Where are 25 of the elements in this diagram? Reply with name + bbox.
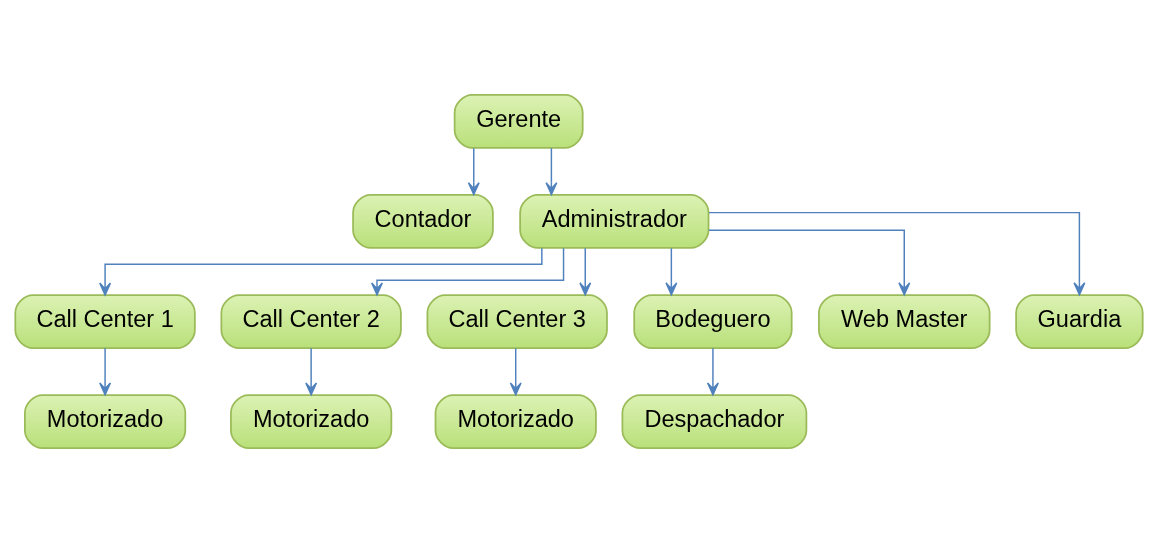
arrow [706, 347, 719, 395]
arrow [99, 347, 112, 395]
arrow [708, 211, 1086, 295]
node-box: Call Center 2 [220, 293, 402, 349]
node-box: Bodeguero [633, 293, 793, 349]
node-box: Gerente [453, 93, 584, 149]
node-box: Web Master [818, 293, 991, 349]
arrow [467, 146, 480, 195]
node-box: Motorizado [230, 393, 393, 449]
node-box: Despachador [621, 393, 808, 449]
node-box: Call Center 3 [426, 293, 608, 349]
arrow [509, 347, 522, 395]
arrow [545, 146, 558, 195]
arrow [99, 247, 543, 296]
arrow [708, 229, 911, 295]
node-box: Motorizado [434, 393, 597, 449]
node-box: Call Center 1 [14, 293, 196, 349]
arrow [305, 347, 318, 395]
node-box: Contador [352, 193, 494, 249]
arrow [370, 246, 565, 295]
node-box: Administrador [519, 193, 710, 249]
arrow [665, 247, 678, 295]
node-box: Guardia [1015, 293, 1144, 349]
node-box: Motorizado [24, 393, 187, 449]
arrow [579, 247, 592, 295]
